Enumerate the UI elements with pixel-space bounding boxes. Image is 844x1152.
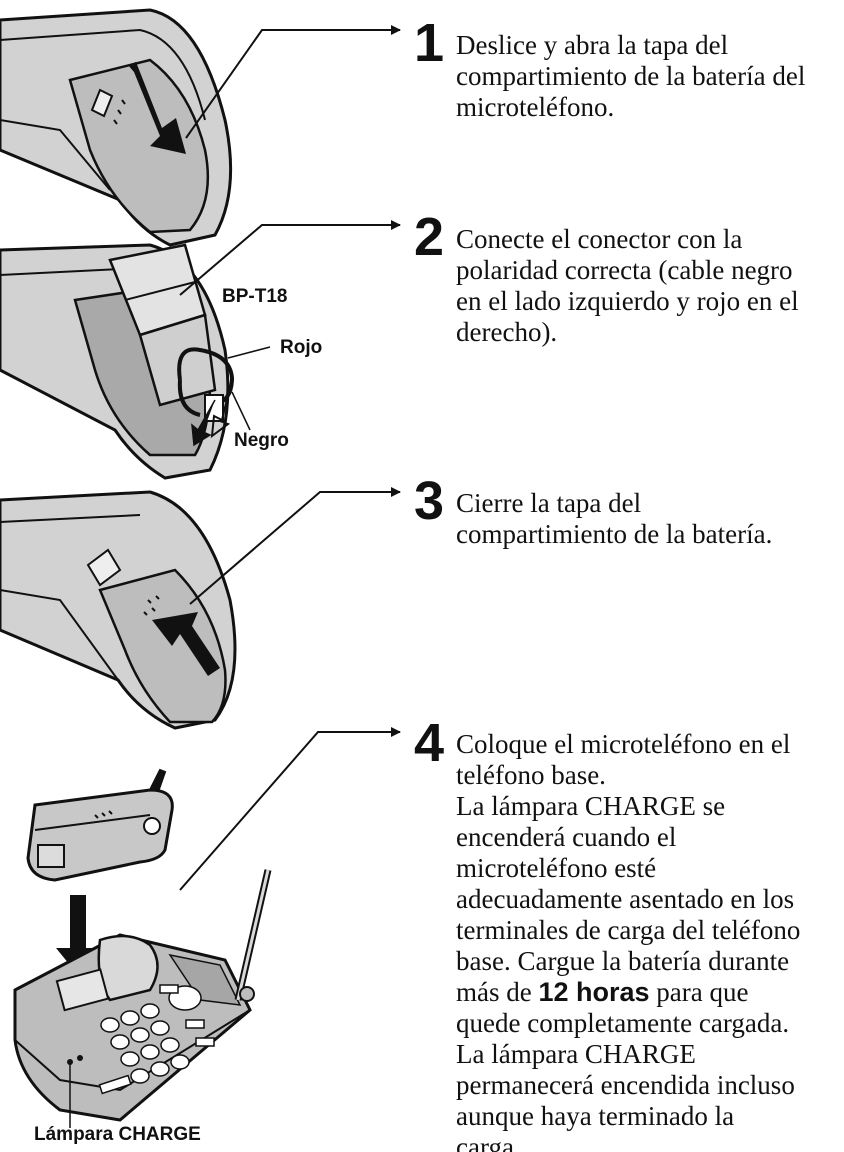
- leader-line-2: [179, 220, 401, 296]
- step-4-charge-duration: 12 horas: [538, 977, 650, 1007]
- step-4-number: 4: [414, 713, 445, 773]
- red-wire-label: Rojo: [280, 337, 323, 358]
- handset-close-cover-illustration: [0, 490, 237, 730]
- charge-lamp-label: Lámpara CHARGE: [34, 1124, 201, 1145]
- battery-model-label: BP-T18: [222, 286, 288, 307]
- step-1-number: 1: [414, 13, 445, 73]
- step-2-text: Conecte el conector con la polaridad cor…: [456, 224, 799, 347]
- base-unit-illustration: [13, 768, 272, 1128]
- step-3-text: Cierre la tapa del compartimiento de la …: [456, 488, 773, 549]
- step-2-number: 2: [414, 207, 445, 267]
- leader-line-1: [185, 25, 401, 139]
- step-4-text: Coloque el microteléfono en el teléfono …: [456, 729, 841, 1152]
- step-4-text-part1: Coloque el microteléfono en el teléfono …: [456, 729, 801, 1007]
- step-3-number: 3: [414, 471, 445, 531]
- handset-connect-battery-illustration: [0, 243, 271, 480]
- black-wire-label: Negro: [234, 430, 289, 451]
- leader-line-4: [179, 727, 401, 891]
- handset-open-cover-illustration: [0, 8, 233, 247]
- step-4-text-part2: para que quede completamente cargada. La…: [456, 977, 795, 1152]
- leader-line-3: [189, 487, 401, 605]
- step-1-text: Deslice y abra la tapa del compartimient…: [456, 30, 806, 122]
